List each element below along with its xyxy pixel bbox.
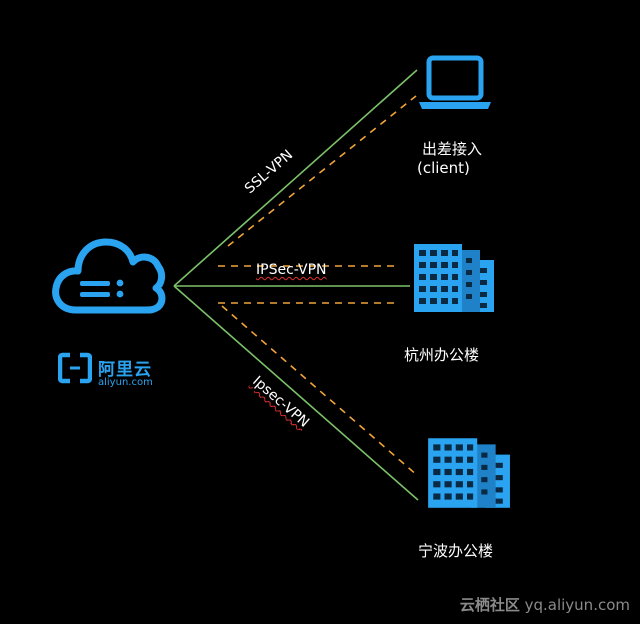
office-building-icon (414, 244, 494, 312)
node-label-ningbo-office: 宁波办公楼 (418, 542, 494, 560)
watermark: 云栖社区 yq.aliyun.com (460, 594, 630, 615)
laptop-icon (419, 55, 491, 109)
ningbo-vpn-tunnel-dash (221, 305, 419, 477)
ningbo-vpn-line (173, 285, 419, 501)
aliyun-logo-icon (58, 352, 92, 384)
link-label-ipsec-vpn: IPSec-VPN (256, 262, 327, 278)
brand-name: 阿里云 (98, 360, 152, 380)
office-building-icon (428, 438, 510, 508)
watermark-site-url: yq.aliyun.com (524, 596, 630, 614)
brand-url: aliyun.com (98, 377, 153, 388)
node-label-client: (client) (417, 159, 470, 177)
ssl-vpn-tunnel-dash (227, 95, 417, 247)
node-label-hangzhou-office: 杭州办公楼 (404, 346, 480, 364)
watermark-site-name: 云栖社区 (459, 596, 520, 614)
ssl-vpn-line (173, 69, 418, 287)
node-label-business-trip: 出差接入 (422, 140, 483, 158)
cloud-icon (52, 238, 166, 314)
